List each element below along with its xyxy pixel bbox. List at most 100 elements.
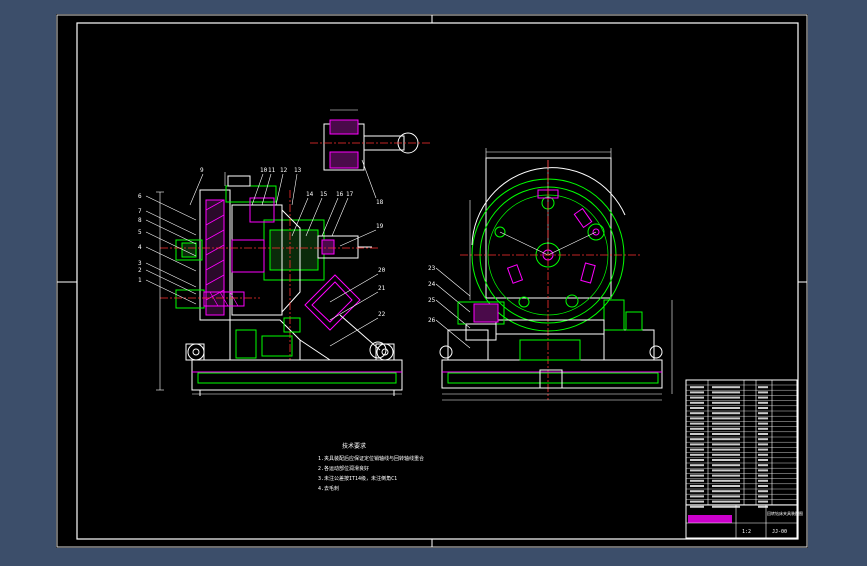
- balloon-22-leader: [329, 317, 379, 347]
- vertical-plate: [199, 189, 231, 321]
- left-bolt: [175, 239, 245, 309]
- side-supports: [439, 299, 663, 361]
- bom-cell-text: [758, 490, 768, 493]
- balloon-12: 12: [280, 167, 288, 174]
- balloon-17: 17: [346, 191, 354, 198]
- balloon-15: 15: [320, 191, 328, 198]
- locating-pin: [317, 235, 372, 259]
- bom-cell-text: [690, 386, 704, 389]
- inner-frame: [76, 22, 799, 540]
- bom-cell-text: [758, 443, 768, 446]
- title-block-title: 回转钻床夹具装配图: [767, 510, 803, 516]
- bom-cell-text: [758, 422, 768, 425]
- bom-cell-text: [758, 505, 768, 508]
- balloon-24: 24: [428, 281, 436, 288]
- bom-cell-text: [712, 443, 740, 446]
- notes-line-1: 1.夹具装配后应保证定位销轴线与回转轴线重合: [318, 455, 424, 462]
- technical-notes: 技术要求 1.夹具装配后应保证定位销轴线与回转轴线重合 2.各运动部位润滑良好 …: [318, 442, 424, 492]
- bom-cell-text: [690, 417, 704, 420]
- bom-cell-text: [758, 459, 768, 461]
- side-clamp: [457, 301, 505, 341]
- balloon-2-leader: [145, 269, 197, 295]
- balloon-5: 5: [138, 229, 142, 236]
- bom-cell-text: [690, 500, 704, 503]
- balloon-18-leader: [361, 159, 377, 199]
- balloon-23-leader: [435, 267, 471, 297]
- bom-cell-text: [712, 427, 740, 430]
- bom-cell-text: [758, 433, 768, 435]
- base-plate: [191, 359, 403, 396]
- bom-cell-text: [758, 438, 768, 441]
- bom-cell-text: [712, 464, 740, 467]
- bom-cell-text: [712, 485, 740, 487]
- balloon-4-leader: [145, 246, 197, 272]
- balloon-5-leader: [145, 231, 197, 257]
- bom-cell-text: [712, 500, 740, 503]
- bom-cell-text: [690, 485, 704, 487]
- balloon-25-leader: [435, 299, 471, 329]
- bom-cell-text: [690, 464, 704, 467]
- bom-cell-text: [712, 459, 740, 461]
- bom-cell-text: [690, 448, 704, 451]
- balloon-26: 26: [428, 317, 436, 324]
- bom-cell-text: [758, 453, 768, 456]
- bom-cell-text: [690, 479, 704, 482]
- balloon-2: 2: [138, 267, 142, 274]
- mounting-lugs: [185, 343, 395, 361]
- bom-cell-text: [712, 490, 740, 493]
- balloon-6-leader: [145, 195, 197, 221]
- balloon-13: 13: [294, 167, 302, 174]
- bom-cell-text: [712, 479, 740, 482]
- title-block: 回转钻床夹具装配图 JJ-00 1:2: [685, 504, 803, 539]
- bom-cell-text: [690, 407, 704, 409]
- balloon-16-leader: [321, 197, 339, 237]
- support-bracket: [229, 319, 331, 361]
- bom-cell-text: [712, 386, 740, 389]
- balloon-4: 4: [138, 244, 142, 251]
- balloon-20: 20: [378, 267, 386, 274]
- balloon-10: 10: [260, 167, 268, 174]
- balloon-23: 23: [428, 265, 436, 272]
- bom-cell-text: [690, 495, 704, 498]
- balloon-7: 7: [138, 208, 142, 215]
- bom-cell-text: [690, 459, 704, 461]
- bom-cell-text: [758, 474, 768, 477]
- bom-cell-text: [690, 422, 704, 425]
- bom-cell-text: [758, 412, 768, 415]
- balloon-13-leader: [291, 173, 298, 206]
- bom-cell-text: [758, 417, 768, 420]
- balloon-11-leader: [261, 173, 272, 206]
- bom-cell-text: [712, 469, 740, 472]
- bom-cell-text: [690, 474, 704, 477]
- bom-cell-text: [690, 490, 704, 493]
- bom-cell-text: [758, 464, 768, 467]
- bom-cell-text: [712, 474, 740, 477]
- detail-view-A: [310, 109, 430, 171]
- notes-line-4: 4.去毛刺: [318, 485, 339, 492]
- bom-cell-text: [690, 438, 704, 441]
- balloon-12-leader: [275, 173, 284, 206]
- bom-rows: [686, 384, 797, 508]
- balloon-14-leader: [291, 197, 309, 237]
- balloon-26-leader: [435, 319, 471, 349]
- bom-cell-text: [712, 433, 740, 435]
- dimension-lines-front: [156, 172, 402, 395]
- notes-line-3: 3.未注公差按IT14级，未注倒角C1: [318, 475, 397, 482]
- bom-cell-text: [758, 500, 768, 503]
- bom-cell-text: [712, 391, 740, 394]
- bom-cell-text: [758, 407, 768, 409]
- notes-heading: 技术要求: [342, 442, 366, 450]
- bom-cell-text: [690, 433, 704, 435]
- bom-cell-text: [712, 448, 740, 451]
- bom-cell-text: [690, 469, 704, 472]
- balloon-1: 1: [138, 277, 142, 284]
- title-block-scale: 1:2: [742, 529, 751, 535]
- balloon-15-leader: [305, 197, 323, 237]
- balloon-24-leader: [435, 283, 471, 313]
- bom-table: [685, 379, 798, 539]
- balloon-19: 19: [376, 223, 384, 230]
- bom-cell-text: [712, 412, 740, 415]
